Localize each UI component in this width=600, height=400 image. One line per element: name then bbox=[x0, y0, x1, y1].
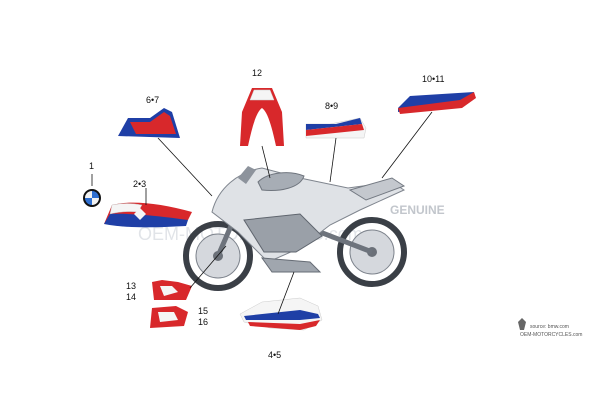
callout-14: 14 bbox=[126, 292, 136, 302]
tank-stripe-part-8-9 bbox=[305, 117, 367, 139]
callout-13: 13 bbox=[126, 281, 136, 291]
callout-6-7: 6•7 bbox=[146, 95, 159, 105]
source-credit: source: bmw.com OEM-MOTORCYCLES.com bbox=[518, 318, 582, 338]
callout-10-11: 10•11 bbox=[422, 74, 445, 84]
leader-lines bbox=[91, 111, 433, 315]
logo-icon bbox=[518, 318, 526, 330]
panel-decal-part-15-16 bbox=[150, 306, 188, 328]
callout-8-9: 8•9 bbox=[325, 101, 338, 111]
fairing-stripe-part-10-11 bbox=[398, 92, 476, 114]
panel-decal-part-13-14 bbox=[152, 280, 192, 300]
fairing-decal-part-2-3 bbox=[104, 202, 192, 228]
belly-decal-part-4-5 bbox=[239, 297, 323, 331]
tail-decal-part-12 bbox=[240, 88, 284, 146]
source-line-1: source: bmw.com bbox=[530, 324, 569, 330]
roundel-badge-part-1 bbox=[83, 189, 101, 207]
callout-2-3: 2•3 bbox=[133, 179, 146, 189]
callout-16: 16 bbox=[198, 317, 208, 327]
callout-4-5: 4•5 bbox=[268, 350, 281, 360]
source-line-2: OEM-MOTORCYCLES.com bbox=[520, 332, 582, 338]
callout-12: 12 bbox=[252, 68, 262, 78]
callout-1: 1 bbox=[89, 161, 94, 171]
genuine-stamp: GENUINE bbox=[390, 203, 445, 217]
motorcycle-illustration bbox=[183, 166, 407, 291]
callout-15: 15 bbox=[198, 306, 208, 316]
side-decal-part-6-7 bbox=[118, 108, 180, 138]
